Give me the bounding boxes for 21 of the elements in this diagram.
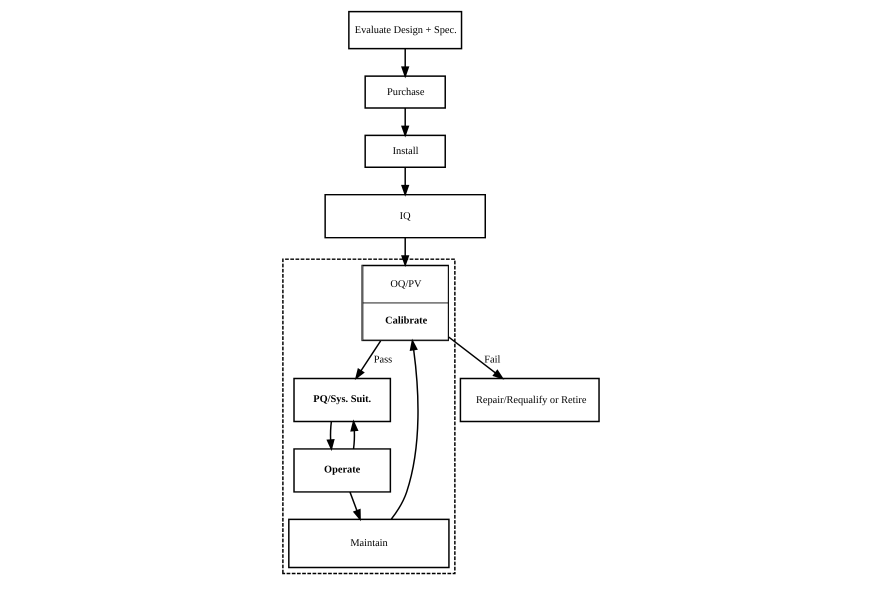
- node-box: Operate: [292, 448, 391, 493]
- edge-label: Pass: [373, 354, 392, 366]
- node-box: Evaluate Design + Spec.: [348, 10, 462, 50]
- node-box: Repair/Requalify or Retire: [459, 378, 600, 422]
- arrow: [348, 492, 360, 522]
- arrow: [400, 238, 409, 268]
- cluster: [282, 258, 456, 574]
- arrow: [400, 108, 409, 138]
- arrow: [448, 336, 504, 380]
- arrow: [390, 338, 418, 520]
- node-box: Install: [364, 134, 446, 168]
- node-box: IQ: [324, 194, 486, 238]
- arrow: [354, 340, 381, 380]
- node-box: Maintain: [288, 518, 450, 568]
- node-box: PQ/Sys. Suit.: [292, 378, 391, 422]
- node-box: Purchase: [364, 75, 446, 109]
- arrow: [400, 167, 409, 197]
- arrow: [400, 48, 409, 78]
- arrow: [326, 422, 334, 452]
- edge-label: Fail: [484, 354, 500, 366]
- arrow: [350, 419, 358, 449]
